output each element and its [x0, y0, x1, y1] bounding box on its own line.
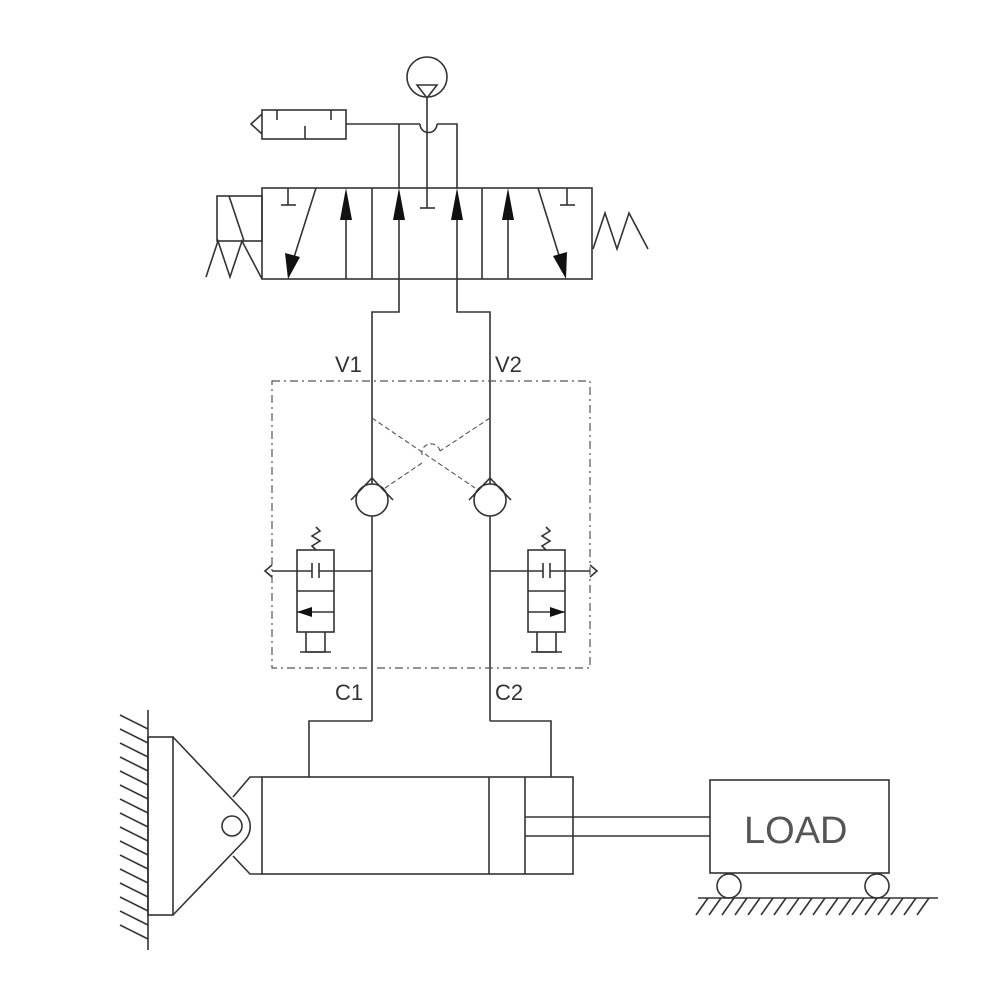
hatch-line — [119, 812, 149, 828]
hatch-line — [864, 897, 878, 916]
hatch-line — [799, 897, 813, 916]
exhaust-muffler — [249, 109, 347, 140]
hatch-line — [812, 897, 826, 916]
hatch-line — [119, 728, 149, 744]
port-label-c1: C1 — [335, 680, 363, 705]
relief-valve-right — [490, 526, 599, 653]
hatch-line — [903, 897, 917, 916]
hatch-line — [119, 714, 149, 730]
double-acting-cylinder — [261, 776, 710, 875]
pivot-pin-icon — [221, 815, 243, 837]
wheel-icon — [716, 873, 742, 899]
hatch-line — [119, 784, 149, 800]
hatch-line — [119, 742, 149, 758]
hatch-line — [119, 910, 149, 926]
wall-mount — [147, 710, 262, 950]
pressure-gauge-icon — [406, 56, 448, 209]
ground-hatching — [119, 714, 930, 940]
hatch-line — [825, 897, 839, 916]
cylinder-port-lines — [308, 720, 552, 777]
pilot-lines — [371, 417, 491, 489]
hatch-line — [773, 897, 787, 916]
load-label: LOAD — [744, 810, 847, 852]
hatch-line — [119, 924, 149, 940]
hatch-line — [838, 897, 852, 916]
hatch-line — [119, 826, 149, 842]
valve-block-boundary — [271, 380, 591, 669]
hatch-line — [119, 868, 149, 884]
port-label-v1: V1 — [335, 352, 362, 377]
hatch-line — [916, 897, 930, 916]
directional-control-valve — [261, 187, 593, 280]
hatch-line — [747, 897, 761, 916]
hatch-line — [851, 897, 865, 916]
supply-lines — [346, 123, 458, 188]
working-lines — [371, 279, 491, 721]
port-label-c2: C2 — [495, 680, 523, 705]
hatch-line — [119, 840, 149, 856]
hatch-line — [708, 897, 722, 916]
hatch-line — [119, 798, 149, 814]
hatch-line — [119, 854, 149, 870]
hatch-line — [119, 882, 149, 898]
pilot-check-valve-right — [468, 476, 512, 517]
pilot-check-valve-left — [350, 476, 394, 517]
hatch-line — [786, 897, 800, 916]
load-cart: LOAD — [698, 779, 938, 899]
return-spring-icon — [592, 210, 649, 252]
hatch-line — [695, 897, 709, 916]
relief-valve-left — [263, 526, 372, 653]
port-label-v2: V2 — [495, 352, 522, 377]
wheel-icon — [864, 873, 890, 899]
hatch-line — [119, 770, 149, 786]
hatch-line — [119, 756, 149, 772]
hatch-line — [877, 897, 891, 916]
solenoid-actuator-icon — [205, 195, 263, 280]
hatch-line — [119, 896, 149, 912]
hatch-line — [890, 897, 904, 916]
hatch-line — [760, 897, 774, 916]
hatch-line — [721, 897, 735, 916]
hatch-line — [734, 897, 748, 916]
